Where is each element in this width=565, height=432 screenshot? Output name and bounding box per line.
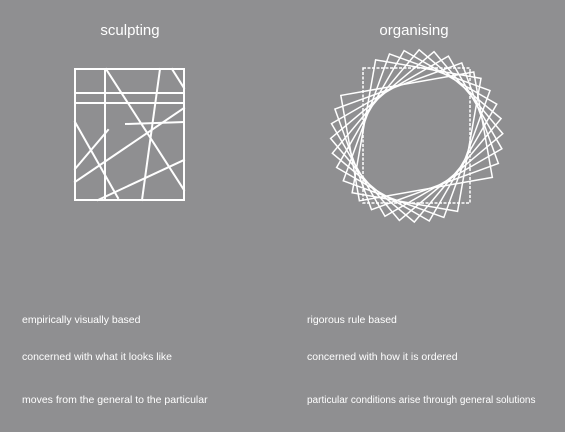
sculpting-frame bbox=[74, 68, 185, 201]
organising-rotated-square bbox=[339, 71, 494, 202]
sculpting-line-2: concerned with what it looks like bbox=[22, 351, 172, 363]
sculpting-line bbox=[124, 120, 186, 126]
organising-line-3: particular conditions arise through gene… bbox=[307, 395, 536, 406]
sculpting-figure bbox=[73, 67, 186, 202]
sculpting-line bbox=[73, 106, 186, 184]
sculpting-line bbox=[73, 128, 110, 171]
organising-rotated-square bbox=[331, 48, 503, 224]
sculpting-line-3: moves from the general to the particular bbox=[22, 394, 208, 406]
sculpting-line-1: empirically visually based bbox=[22, 314, 141, 326]
sculpting-heading: sculpting bbox=[100, 22, 160, 39]
organising-line-2: concerned with how it is ordered bbox=[307, 351, 458, 363]
sculpting-line bbox=[96, 158, 186, 202]
organising-line-1: rigorous rule based bbox=[307, 314, 397, 326]
sculpting-line bbox=[104, 67, 186, 192]
sculpting-line bbox=[73, 120, 120, 200]
sculpting-line bbox=[170, 67, 186, 90]
organising-heading: organising bbox=[379, 22, 449, 39]
organising-figure bbox=[329, 48, 504, 224]
